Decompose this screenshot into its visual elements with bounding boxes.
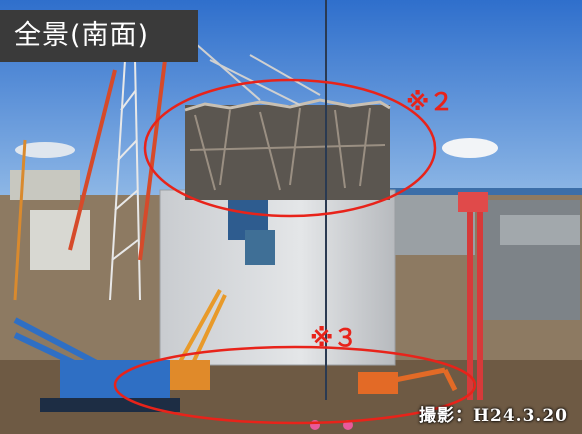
lower-highlight-ellipse [113,345,477,425]
title-label: 全景(南面) [0,10,198,62]
reactor-building [160,190,395,365]
marker-2-label: ※２ [406,88,454,116]
upper-highlight-ellipse [143,78,437,218]
cloud [442,138,498,158]
photo-date-caption: 撮影：H24.3.20 [418,406,568,426]
marker-3-label: ※３ [310,324,358,352]
